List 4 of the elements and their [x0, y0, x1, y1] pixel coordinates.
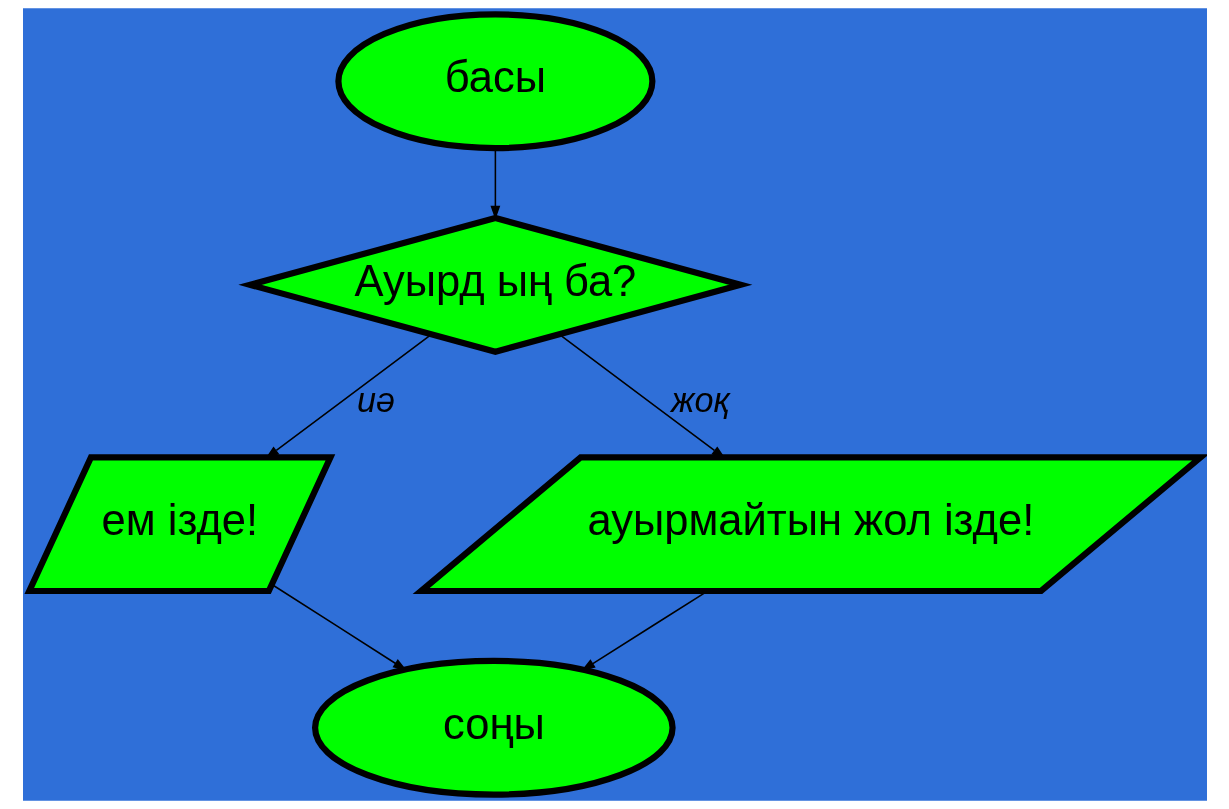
node-diamond: Ауырд ың ба?: [237, 214, 752, 355]
node-ellipse: басы: [334, 11, 655, 152]
edge-label: жоқ: [670, 380, 730, 419]
edge-label: иә: [356, 380, 395, 419]
